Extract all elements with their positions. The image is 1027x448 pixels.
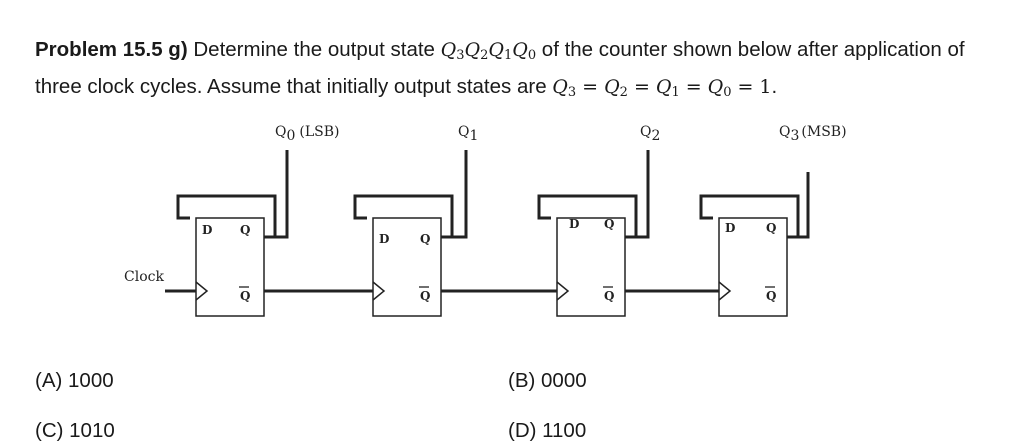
output-state-expression: Q3Q2Q1Q0 <box>440 39 537 63</box>
flipflop-0 <box>195 217 265 317</box>
problem-text-end: . <box>771 75 778 98</box>
ff3-d-pin: D <box>725 221 735 235</box>
flipflop-3-clock-triangle <box>718 281 732 301</box>
problem-statement: Problem 15.5 g) Determine the output sta… <box>35 34 1015 108</box>
problem-text-1: Determine the output state <box>187 38 441 61</box>
ff1-qbar-pin: Q <box>420 289 430 303</box>
flipflop-0-feedback <box>176 194 277 239</box>
flipflop-1-feedback <box>353 194 454 239</box>
ff3-qbar-pin: Q <box>766 289 776 303</box>
answer-option-c[interactable]: (C) 1010 <box>35 419 115 442</box>
flipflop-2-feedback <box>537 194 638 239</box>
problem-text-2: of the counter shown below after applica… <box>35 38 965 98</box>
q2-output-line <box>625 150 650 239</box>
ff2-d-pin: D <box>569 217 579 231</box>
answer-option-a[interactable]: (A) 1000 <box>35 369 114 392</box>
clock-label: Clock <box>124 269 164 285</box>
output-label-q1: Q1 <box>458 124 478 144</box>
output-label-q2: Q2 <box>640 124 660 144</box>
ff2-qbar-pin: Q <box>604 289 614 303</box>
q0-output-line <box>264 150 289 239</box>
ff3-q-pin: Q <box>766 221 776 235</box>
ff0-qbar-pin: Q <box>240 289 250 303</box>
flipflop-2-clock-triangle <box>556 281 570 301</box>
problem-label: Problem 15.5 g) <box>35 38 188 61</box>
answer-option-b[interactable]: (B) 0000 <box>508 369 587 392</box>
flipflop-0-clock-triangle <box>195 281 209 301</box>
q3-output-line <box>787 172 810 239</box>
ff2-q-pin: Q <box>604 217 614 231</box>
q1-output-line <box>441 150 468 239</box>
initial-state-equation: Q3=Q2=Q1=Q0=1 <box>552 76 772 100</box>
answer-option-d[interactable]: (D) 1100 <box>508 419 587 442</box>
output-label-q3: Q3(MSB) <box>779 124 847 144</box>
ff1-d-pin: D <box>379 232 389 246</box>
ff0-d-pin: D <box>202 223 212 237</box>
flipflop-1 <box>372 217 442 317</box>
flipflop-3-feedback <box>699 194 800 239</box>
flipflop-1-clock-triangle <box>372 281 386 301</box>
initial-value: 1 <box>759 76 772 98</box>
ff0-q-pin: Q <box>240 223 250 237</box>
output-label-q0: Q0(LSB) <box>275 124 340 144</box>
ff1-q-pin: Q <box>420 232 430 246</box>
flipflop-2 <box>556 217 626 317</box>
flipflop-3 <box>718 217 788 317</box>
